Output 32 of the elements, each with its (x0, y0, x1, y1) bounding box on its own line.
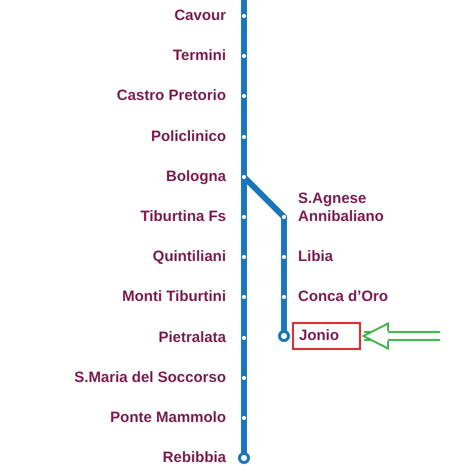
highlighted-station-name: Jonio (292, 322, 361, 350)
station-name: Termini (172, 46, 226, 66)
metro-line (241, 23, 247, 49)
station-name: Rebibbia (162, 448, 226, 468)
station-name: Quintiliani (152, 247, 226, 267)
metro-line (241, 63, 247, 89)
metro-line (281, 264, 287, 290)
metro-line (241, 103, 247, 130)
station-name: Ponte Mammolo (110, 408, 226, 428)
metro-line (281, 304, 287, 325)
station-name: Policlinico (150, 127, 226, 147)
metro-line (241, 0, 247, 9)
metro-line (241, 144, 247, 170)
metro-line (241, 304, 247, 331)
metro-line (251, 184, 273, 206)
station-name: S.Maria del Soccorso (74, 368, 226, 388)
station-name: Castro Pretorio (116, 86, 226, 106)
metro-line (241, 184, 247, 210)
station-name: Libia (298, 247, 334, 267)
station-name: Conca d’Oro (298, 287, 388, 307)
station-name: Tiburtina Fs (140, 207, 226, 227)
metro-line (241, 224, 247, 250)
station-name: Monti Tiburtini (122, 287, 226, 307)
station-name: Cavour (174, 6, 226, 26)
station-name: S.Agnese Annibaliano (298, 190, 385, 226)
metro-line (241, 425, 247, 451)
metro-line (241, 264, 247, 290)
metro-line (241, 385, 247, 411)
station-name: Pietralata (158, 328, 226, 348)
station-name: Bologna (166, 167, 226, 187)
metro-line (241, 345, 247, 371)
metro-line (281, 223, 287, 250)
